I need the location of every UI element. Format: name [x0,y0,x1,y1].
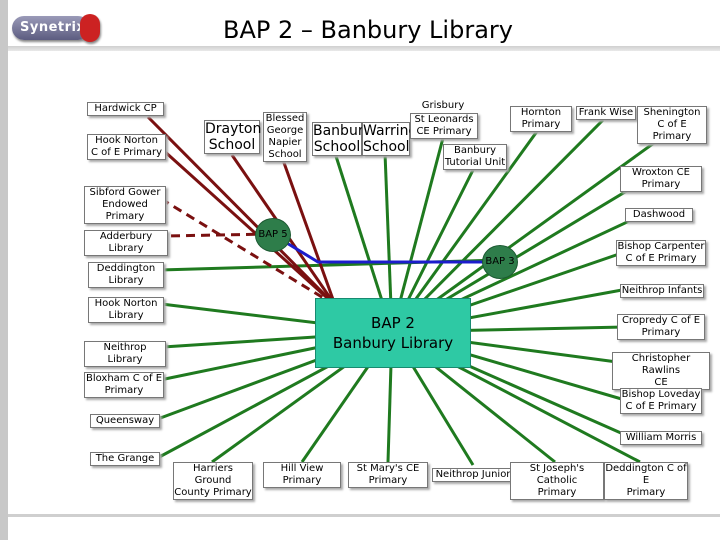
node-hornton: Hornton Primary [510,106,572,132]
node-dashwood: Dashwood [625,208,693,222]
node-st-josephs: St Joseph's Catholic Primary [510,462,604,500]
node-frank-wise: Frank Wise [576,106,636,120]
node-neithrop-library: Neithrop Library [84,341,166,367]
node-deddington-ce: Deddington C of E Primary [604,462,688,500]
footer-divider [8,514,720,517]
node-warriner: Warriner School [362,122,423,156]
header-divider [8,46,720,51]
node-neithrop-junior: Neithrop Junior [432,468,514,482]
link-frank-wise [390,118,605,334]
node-blessed-george: Blessed George Napier School [263,112,307,162]
node-bishop-loveday: Bishop Loveday C of E Primary [620,388,702,414]
node-banbury-tutorial: Banbury Tutorial Unit [443,144,507,170]
node-hardwick: Hardwick CP [87,102,164,116]
synetrix-logo: Synetrix [10,10,100,44]
node-bloxham: Bloxham C of E Primary [84,372,164,398]
node-the-grange: The Grange [90,452,160,466]
node-bishop-carpenter: Bishop Carpenter C of E Primary [616,240,706,266]
link-hook-norton-ce [161,148,337,307]
node-deddington-library: Deddington Library [88,262,164,288]
node-hook-norton-library: Hook Norton Library [88,297,164,323]
node-sibford: Sibford Gower Endowed Primary [84,186,166,224]
node-william-morris: William Morris [620,431,702,445]
node-cropredy: Cropredy C of E Primary [617,314,705,340]
node-christopher-rawlins: Christopher Rawlins CE [612,352,710,390]
node-wroxton: Wroxton CE Primary [620,166,702,192]
logo-text: Synetrix [20,20,86,35]
node-shenington: Shenington C of E Primary [637,106,707,144]
node-drayton: Drayton School [204,120,262,154]
page-title: BAP 2 – Banbury Library [223,16,513,44]
link-hardwick [146,115,337,307]
node-st-marys: St Mary's CE Primary [348,462,428,488]
link-blessed-george [281,159,337,306]
node-hill-view: Hill View Primary [263,462,341,488]
link-sibford [162,198,336,307]
hub-banbury-library: BAP 2 Banbury Library [315,298,471,368]
bap5-node: BAP 5 [255,218,291,252]
logo-pill-shape [12,16,90,40]
node-harriers: Harriers Ground County Primary [173,462,253,500]
logo-red-shape [80,14,100,42]
node-neithrop-infants: Neithrop Infants [620,284,704,298]
node-grisbury: Grisbury [421,100,465,111]
link-adderbury [164,232,271,238]
node-banbury-school: Banbury School [312,122,372,156]
node-queensway: Queensway [90,414,160,428]
node-st-leonards: St Leonards CE Primary [410,113,478,139]
node-hook-norton-ce: Hook Norton C of E Primary [87,134,166,160]
left-sidebar-bar [0,0,8,540]
node-adderbury: Adderbury Library [84,230,168,256]
bap3-node: BAP 3 [482,245,518,279]
